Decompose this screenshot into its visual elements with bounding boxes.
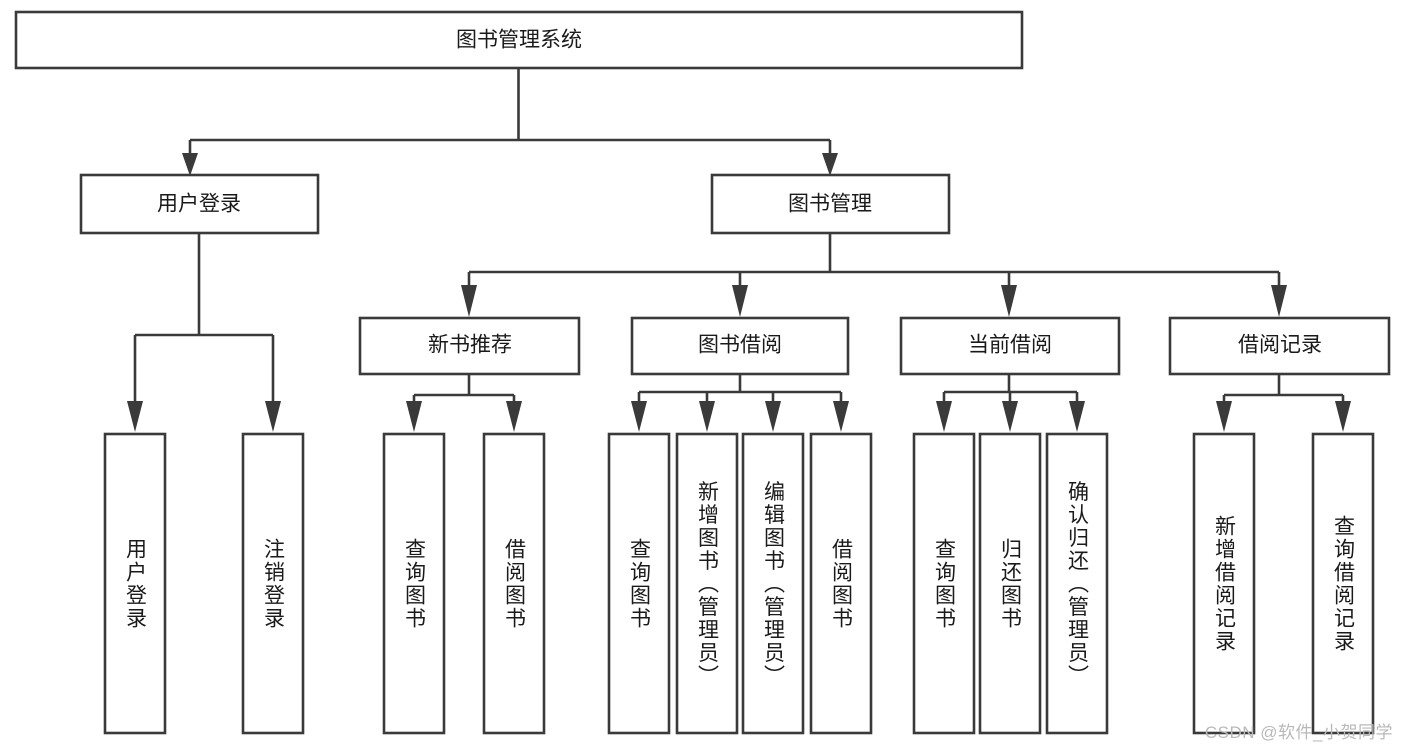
node-leaf-confirm-return[interactable]: 确认归还（管理员） [1045, 432, 1109, 735]
node-leaf-return-book-box [978, 432, 1042, 735]
node-leaf-edit-book-box [741, 432, 805, 735]
node-leaf-query-record-label: 查询借阅记录 [1332, 515, 1356, 653]
node-current-borrow-label: 当前借阅 [968, 334, 1052, 357]
node-new-book-recommend[interactable]: 新书推荐 [358, 316, 581, 376]
node-root[interactable]: 图书管理系统 [14, 10, 1024, 70]
arrowhead-leaf-add-book [699, 401, 715, 432]
arrowhead-leaf-user-logout [265, 401, 281, 432]
node-leaf-borrow-book-1-label: 借阅图书 [503, 538, 527, 630]
node-leaf-add-record[interactable]: 新增借阅记录 [1192, 432, 1256, 735]
node-leaf-add-record-box [1192, 432, 1256, 735]
arrowhead-leaf-borrow-book-1 [506, 401, 522, 432]
arrowhead-leaf-return-book [1002, 401, 1018, 432]
arrowhead-leaf-add-record [1216, 401, 1232, 432]
node-book-borrow[interactable]: 图书借阅 [630, 316, 850, 376]
node-leaf-query-record[interactable]: 查询借阅记录 [1311, 432, 1375, 735]
connector-layer [127, 68, 1351, 432]
node-book-manage[interactable]: 图书管理 [710, 173, 951, 235]
node-leaf-borrow-book-1-box [482, 432, 546, 735]
node-leaf-return-book[interactable]: 归还图书 [978, 432, 1042, 735]
node-leaf-query-book-2-box [607, 432, 671, 735]
node-leaf-query-book-2[interactable]: 查询图书 [607, 432, 671, 735]
node-book-borrow-box [630, 316, 850, 376]
node-current-borrow[interactable]: 当前借阅 [899, 316, 1121, 376]
node-borrow-record-label: 借阅记录 [1238, 334, 1322, 357]
node-new-book-recommend-box [358, 316, 581, 376]
node-leaf-add-book[interactable]: 新增图书（管理员） [675, 432, 739, 735]
node-leaf-user-logout-box [241, 432, 305, 735]
arrowhead-new-book-recommend [461, 285, 477, 317]
node-leaf-query-book-1[interactable]: 查询图书 [382, 432, 446, 735]
node-leaf-query-book-2-label: 查询图书 [628, 538, 652, 630]
node-leaf-borrow-book-2[interactable]: 借阅图书 [809, 432, 873, 735]
node-leaf-add-record-label: 新增借阅记录 [1213, 515, 1237, 653]
node-leaf-borrow-book-1[interactable]: 借阅图书 [482, 432, 546, 735]
arrowhead-leaf-query-book-1 [406, 401, 422, 432]
arrowhead-leaf-borrow-book-2 [833, 401, 849, 432]
node-leaf-return-book-label: 归还图书 [999, 538, 1023, 630]
arrowhead-leaf-user-login [127, 401, 143, 432]
arrowhead-book-manage [822, 153, 838, 176]
arrowhead-current-borrow [1001, 285, 1017, 317]
node-leaf-add-book-box [675, 432, 739, 735]
node-leaf-query-book-3[interactable]: 查询图书 [912, 432, 976, 735]
node-leaf-user-logout-label: 注销登录 [262, 538, 286, 630]
arrowhead-user-login [182, 153, 198, 176]
node-user-login-label: 用户登录 [157, 193, 241, 216]
arrowhead-leaf-query-book-2 [631, 401, 647, 432]
node-leaf-borrow-book-2-box [809, 432, 873, 735]
node-root-box [14, 10, 1024, 70]
node-book-borrow-label: 图书借阅 [698, 334, 782, 357]
node-current-borrow-box [899, 316, 1121, 376]
node-leaf-add-book-label: 新增图书（管理员） [696, 481, 720, 688]
node-root-label: 图书管理系统 [456, 29, 582, 52]
node-leaf-confirm-return-box [1045, 432, 1109, 735]
arrowhead-book-borrow [732, 285, 748, 317]
node-leaf-edit-book[interactable]: 编辑图书（管理员） [741, 432, 805, 735]
node-leaf-user-logout[interactable]: 注销登录 [241, 432, 305, 735]
arrowhead-leaf-confirm-return [1069, 401, 1085, 432]
arrowhead-borrow-record [1271, 285, 1287, 317]
node-leaf-query-book-1-label: 查询图书 [403, 538, 427, 630]
node-leaf-borrow-book-2-label: 借阅图书 [830, 538, 854, 630]
node-borrow-record[interactable]: 借阅记录 [1168, 316, 1391, 376]
node-leaf-user-login-box [103, 432, 167, 735]
node-leaf-query-record-box [1311, 432, 1375, 735]
node-book-manage-label: 图书管理 [788, 193, 872, 216]
node-book-manage-box [710, 173, 951, 235]
node-borrow-record-box [1168, 316, 1391, 376]
node-new-book-recommend-label: 新书推荐 [428, 334, 512, 357]
node-user-login-box [79, 173, 320, 235]
node-leaf-query-book-1-box [382, 432, 446, 735]
node-leaf-confirm-return-label: 确认归还（管理员） [1066, 481, 1090, 688]
node-leaf-query-book-3-label: 查询图书 [933, 538, 957, 630]
node-leaf-user-login-label: 用户登录 [124, 538, 148, 630]
node-leaf-user-login[interactable]: 用户登录 [103, 432, 167, 735]
node-leaf-edit-book-label: 编辑图书（管理员） [762, 481, 786, 688]
arrowhead-leaf-edit-book [765, 401, 781, 432]
node-leaf-query-book-3-box [912, 432, 976, 735]
arrowhead-leaf-query-record [1335, 401, 1351, 432]
node-user-login[interactable]: 用户登录 [79, 173, 320, 235]
arrowhead-leaf-query-book-3 [936, 401, 952, 432]
